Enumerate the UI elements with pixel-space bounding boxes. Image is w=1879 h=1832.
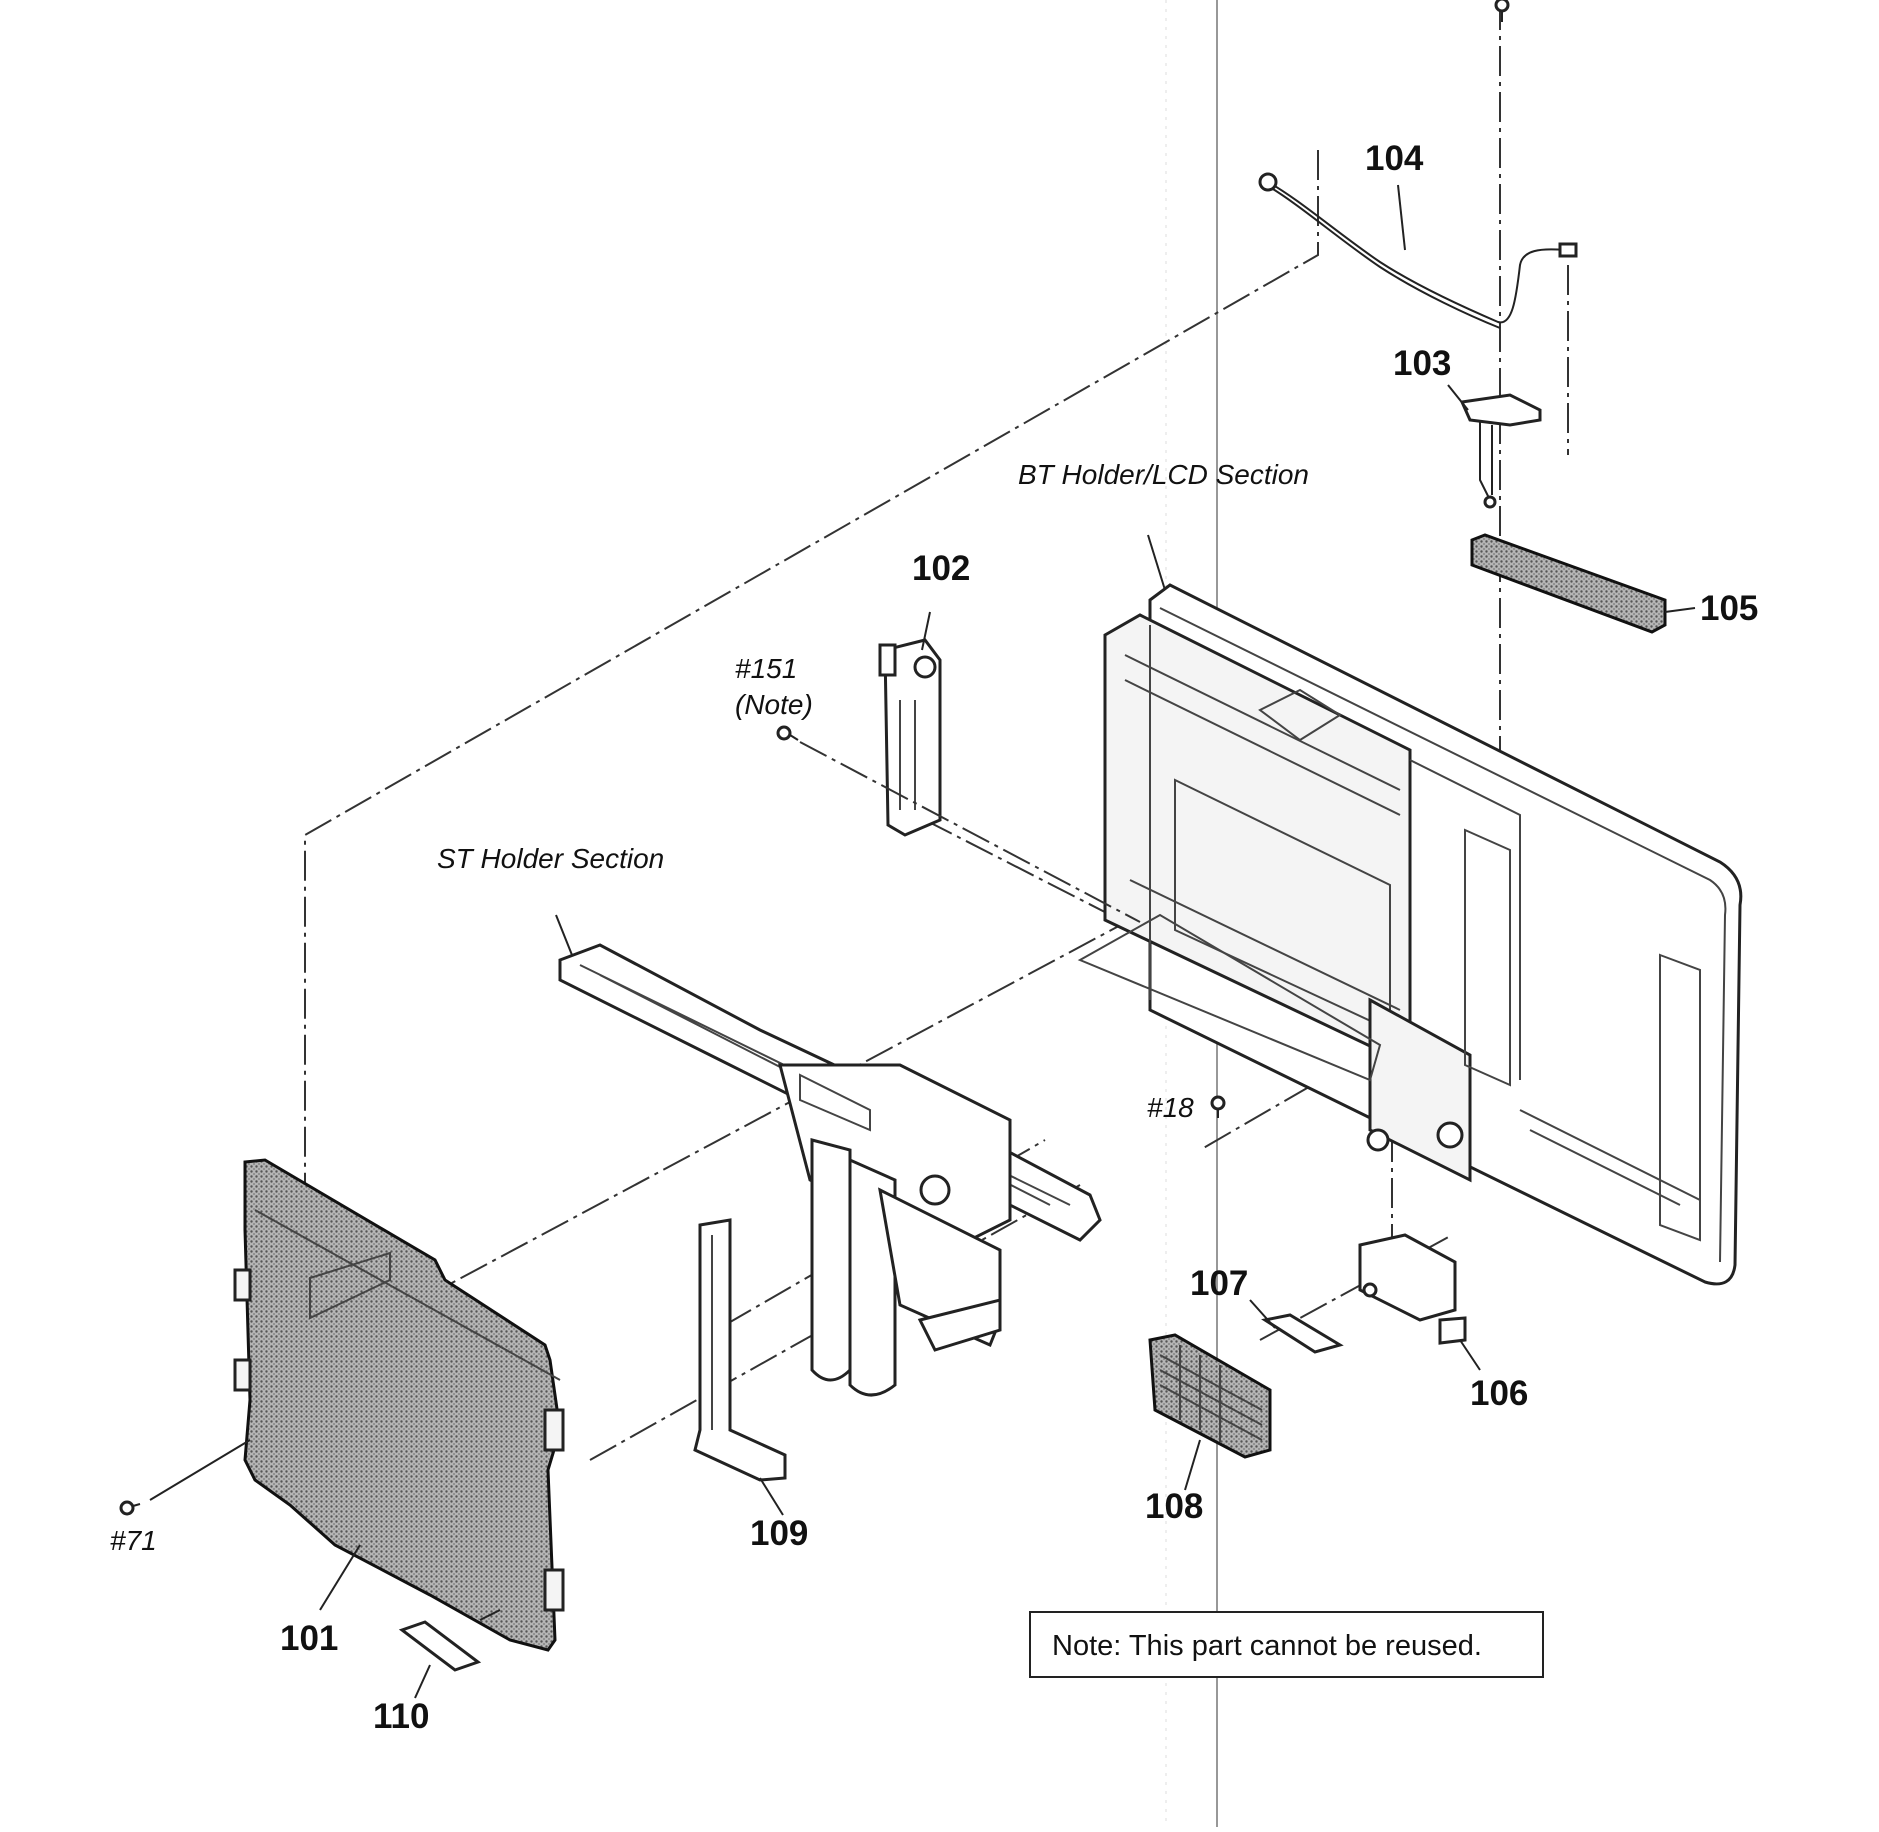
screw-18-icon <box>1210 1095 1226 1118</box>
screw-labels: #151 (Note) #18 #71 <box>110 653 1194 1556</box>
part-101-main-board <box>233 1158 565 1652</box>
label-110: 110 <box>373 1697 429 1736</box>
label-st-holder-section: ST Holder Section <box>437 843 664 874</box>
label-screw-151: #151 <box>735 653 797 684</box>
part-104-cable <box>1258 172 1578 329</box>
label-109: 109 <box>750 1514 808 1553</box>
note-text: Note: This part cannot be reused. <box>1052 1630 1482 1662</box>
p104-leader <box>1397 184 1406 251</box>
label-bt-holder-lcd-section: BT Holder/LCD Section <box>1018 459 1309 490</box>
p106-leader <box>1459 1339 1481 1371</box>
p105-leader <box>1664 607 1696 613</box>
screw-71-icon <box>119 1500 141 1516</box>
part-number-labels: 104 103 105 102 107 106 108 109 101 110 <box>280 139 1758 1736</box>
p103-leader <box>1447 384 1469 411</box>
label-104: 104 <box>1365 139 1424 178</box>
part-102-bracket <box>878 638 942 837</box>
label-107: 107 <box>1190 1264 1248 1303</box>
p109-leader <box>759 1477 784 1516</box>
bt-holder-lcd-frame <box>1077 583 1743 1286</box>
part-103-bracket <box>1459 393 1542 509</box>
bt-holder-leader <box>1147 534 1166 591</box>
part-107-strip <box>1261 1313 1344 1354</box>
label-108: 108 <box>1145 1487 1203 1526</box>
part-109-bracket <box>693 1218 787 1482</box>
p102-leader <box>921 611 931 651</box>
label-screw-18: #18 <box>1147 1092 1194 1123</box>
label-screw-71: #71 <box>110 1525 157 1556</box>
label-103: 103 <box>1393 344 1451 383</box>
top-screw-icon <box>1494 0 1510 22</box>
label-102: 102 <box>912 549 970 588</box>
part-106-bracket <box>1358 1233 1467 1345</box>
p107-leader <box>1249 1299 1276 1329</box>
st-holder-frame <box>558 943 1102 1397</box>
st-holder-leader <box>555 914 573 956</box>
label-106: 106 <box>1470 1374 1528 1413</box>
label-105: 105 <box>1700 589 1758 628</box>
section-labels: BT Holder/LCD Section ST Holder Section <box>437 459 1309 874</box>
p101-leader <box>319 1544 361 1611</box>
note-box: Note: This part cannot be reused. <box>1029 1611 1544 1678</box>
label-screw-151-note: (Note) <box>735 689 813 720</box>
part-105-board <box>1470 533 1667 634</box>
part-108-grille <box>1148 1333 1272 1459</box>
screw-71-leader <box>149 1439 251 1501</box>
p110-leader <box>414 1664 431 1699</box>
label-101: 101 <box>280 1619 338 1658</box>
screw-151-icon <box>776 725 799 741</box>
part-110-strip <box>398 1609 501 1672</box>
p108-leader <box>1184 1439 1201 1491</box>
note-box-frame <box>1029 1611 1544 1678</box>
